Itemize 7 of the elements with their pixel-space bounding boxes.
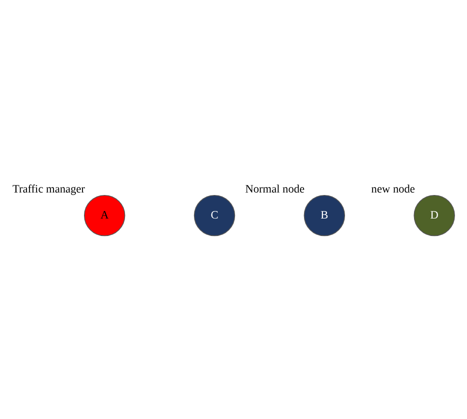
node-circle: A [84,194,126,236]
node-label: Traffic manager [12,183,85,196]
node-circle: D [414,194,455,236]
node-label: new node [371,183,415,196]
node-circle: C [194,194,236,236]
node-circle: B [304,194,346,236]
node-label: Normal node [245,183,305,196]
